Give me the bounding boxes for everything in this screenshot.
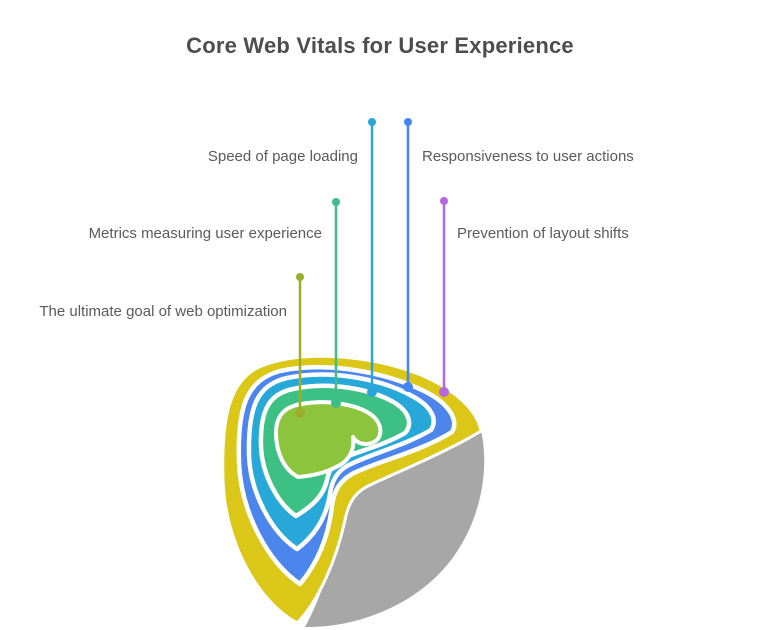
callout-dot-ultimate-top bbox=[296, 273, 304, 281]
onion-core bbox=[274, 400, 383, 479]
callout-line-metrics bbox=[331, 198, 341, 408]
callout-dot-metrics-end bbox=[331, 398, 341, 408]
callout-line-responsiveness bbox=[403, 118, 413, 392]
diagram-title: Core Web Vitals for User Experience bbox=[186, 33, 574, 58]
callout-dot-responsiveness-top bbox=[404, 118, 412, 126]
callout-line-prevention bbox=[439, 197, 449, 397]
callout-dot-prevention-top bbox=[440, 197, 448, 205]
callout-dot-metrics-top bbox=[332, 198, 340, 206]
callout-dot-prevention-end bbox=[439, 387, 449, 397]
callout-label-speed: Speed of page loading bbox=[207, 148, 358, 165]
callout-label-responsiveness: Responsiveness to user actions bbox=[422, 148, 634, 165]
onion-side-face bbox=[305, 431, 485, 628]
callout-dot-ultimate-end bbox=[295, 408, 305, 418]
callout-line-ultimate bbox=[295, 273, 305, 418]
callout-label-ultimate: The ultimate goal of web optimization bbox=[39, 303, 287, 320]
callout-line-speed bbox=[367, 118, 377, 397]
callout-label-prevention: Prevention of layout shifts bbox=[457, 225, 629, 242]
callout-label-metrics: Metrics measuring user experience bbox=[88, 225, 322, 242]
callout-dot-speed-top bbox=[368, 118, 376, 126]
callout-dot-responsiveness-end bbox=[403, 382, 413, 392]
callout-dot-speed-end bbox=[367, 387, 377, 397]
